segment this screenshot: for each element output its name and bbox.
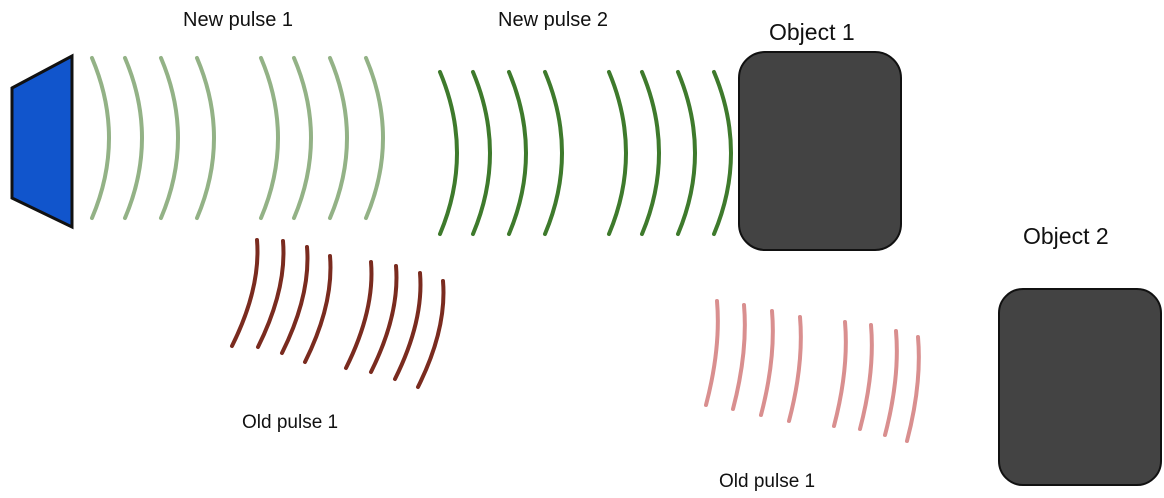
old-pulse-1-right-wave [759,309,775,417]
new-pulse-2-wave [438,70,459,236]
old-pulse-1-left-wave [280,245,310,355]
object-2-label: Object 2 [1023,223,1109,249]
new-pulse-2-wave [607,70,628,236]
new-pulse-1-wave [159,56,180,220]
old-pulse-1-right-wave [731,303,747,411]
old-pulse-1-right-waves [704,299,921,443]
new-pulse-2-wave [676,70,697,236]
new-pulse-1-wave [328,56,349,220]
old-pulse-1-right-wave [858,323,874,431]
new-pulse-2-wave [543,70,564,236]
new-pulse-2-wave [507,70,528,236]
old-pulse-1-label-right: Old pulse 1 [719,471,816,492]
new-pulse-2-label: New pulse 2 [498,9,609,31]
old-pulse-1-left-wave [230,238,260,348]
new-pulse-1-wave [292,56,313,220]
old-pulse-1-left-wave [369,264,399,374]
emitter [10,53,74,230]
old-pulse-1-right-wave [787,315,803,423]
old-pulse-1-label-left: Old pulse 1 [242,412,339,433]
object-1-label: Object 1 [769,19,855,45]
old-pulse-1-right-wave [832,320,848,428]
new-pulse-1-wave [195,56,216,220]
old-pulse-1-left-wave [416,279,446,389]
object-1 [738,51,902,251]
new-pulse-2-wave [712,70,733,236]
old-pulse-1-left-wave [344,260,374,370]
new-pulse-2-waves [438,70,733,236]
new-pulse-2-wave [471,70,492,236]
object-2 [998,288,1162,486]
new-pulse-1-label: New pulse 1 [183,9,294,31]
old-pulse-1-left-wave [256,239,286,349]
old-pulse-1-left-wave [303,254,333,364]
new-pulse-1-wave [123,56,144,220]
old-pulse-1-left-wave [393,271,423,381]
new-pulse-1-waves [90,56,385,220]
new-pulse-2-wave [640,70,661,236]
old-pulse-1-right-wave [883,329,899,437]
new-pulse-1-wave [364,56,385,220]
new-pulse-1-wave [259,56,280,220]
old-pulse-1-right-wave [905,335,921,443]
old-pulse-1-right-wave [704,299,720,407]
new-pulse-1-wave [90,56,111,220]
old-pulse-1-left-waves [230,238,446,389]
